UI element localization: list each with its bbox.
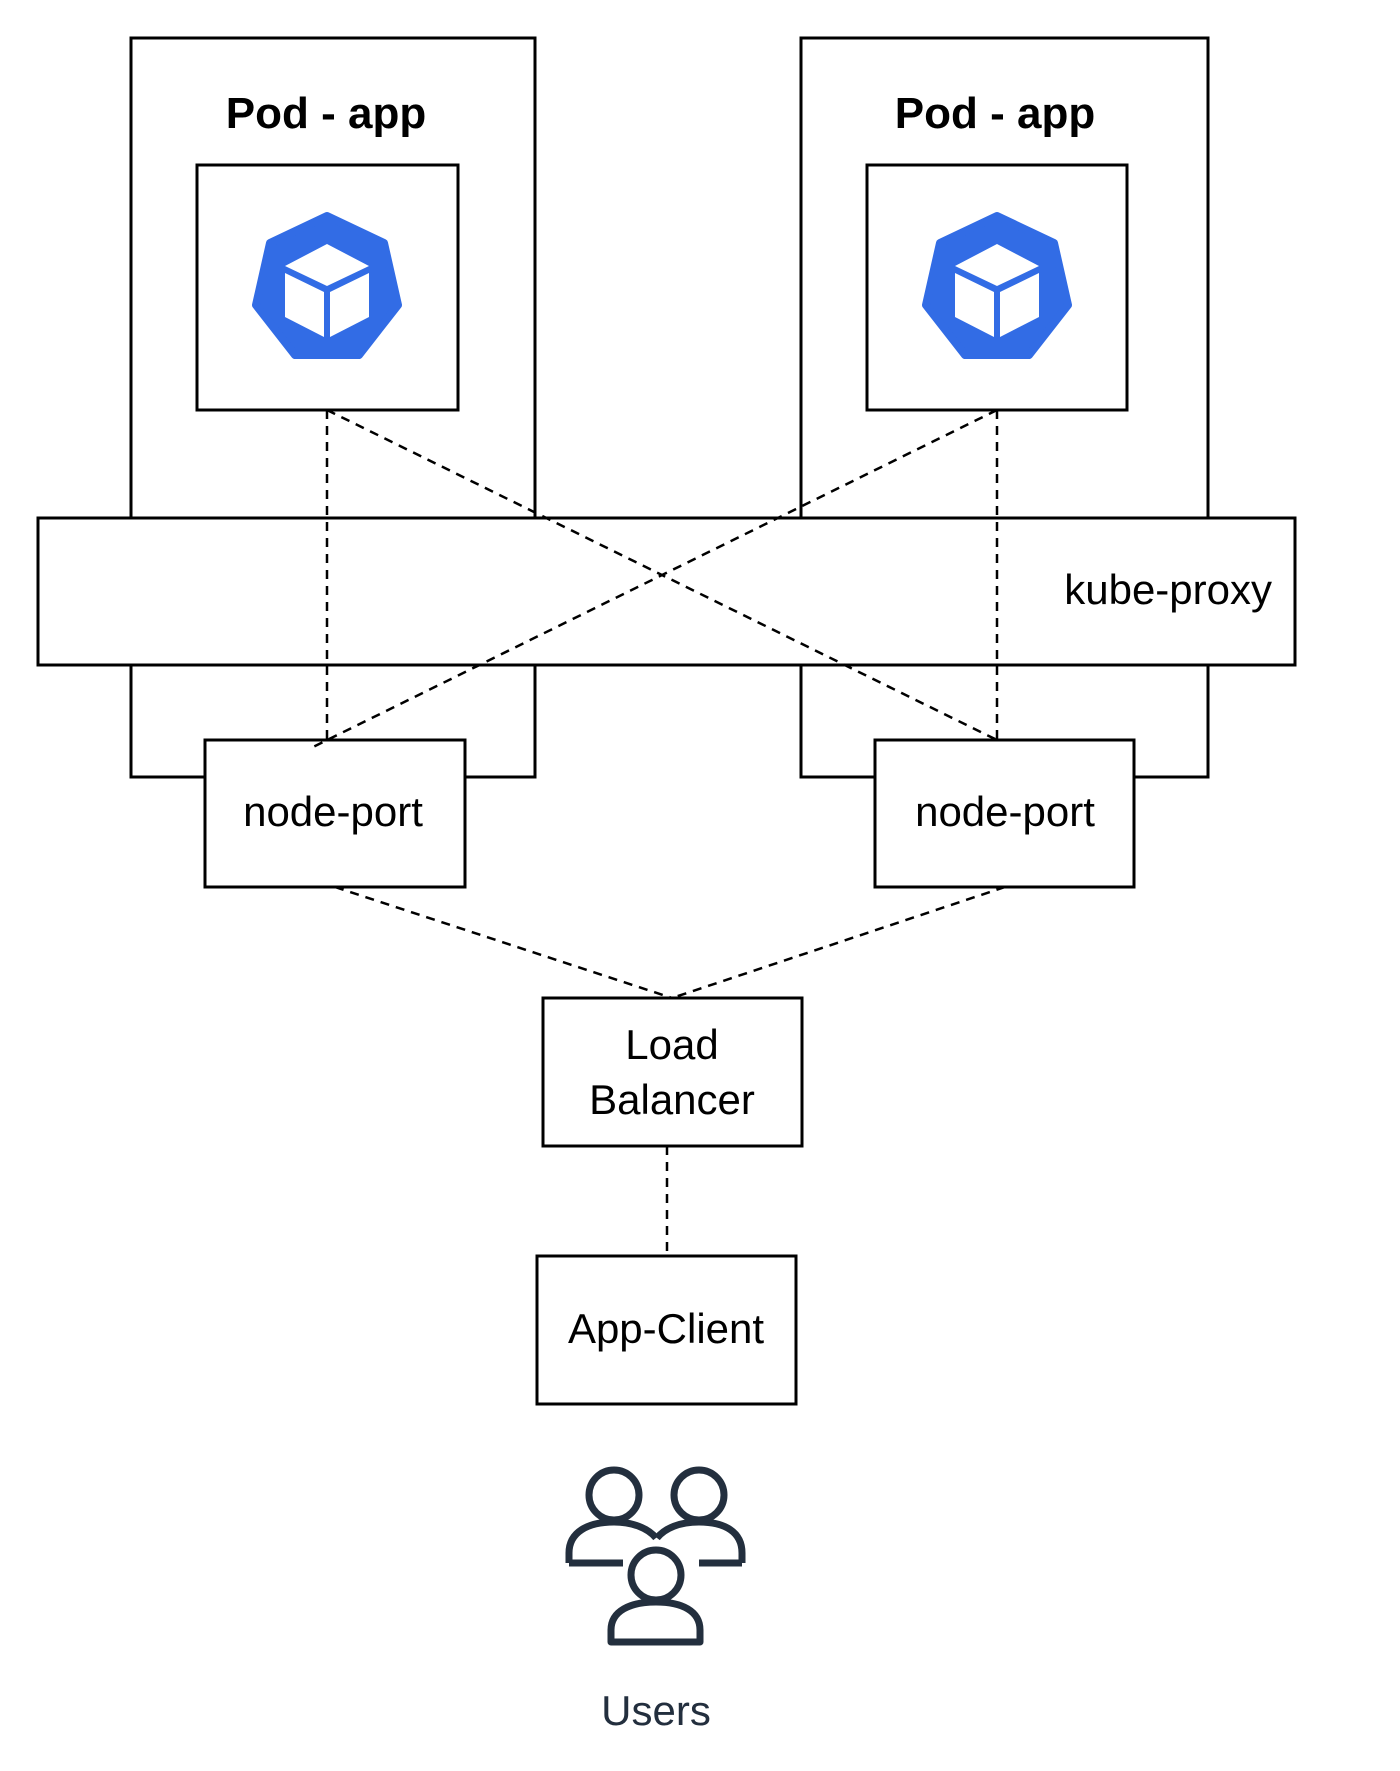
node-port-label-left: node-port: [243, 788, 423, 835]
node-port-label-right: node-port: [915, 788, 1095, 835]
users-icon: [565, 1466, 746, 1646]
kube-proxy-band: [36, 516, 1297, 667]
kube-proxy-label: kube-proxy: [1064, 566, 1272, 613]
connector-node-port-left-to-lb: [334, 885, 673, 1000]
node-port-box-right: [873, 738, 1136, 889]
connector-node-port-right-to-lb: [671, 885, 1006, 1000]
kubernetes-cube-icon: [922, 212, 1072, 359]
users-label: Users: [601, 1687, 711, 1734]
pod-title-left: Pod - app: [226, 89, 426, 138]
load-balancer-label-line2: Balancer: [589, 1076, 755, 1123]
load-balancer-box: [541, 996, 804, 1148]
node-port-box-left: [203, 738, 467, 889]
app-client-label: App-Client: [568, 1305, 764, 1352]
connectors: [312, 408, 1006, 1256]
load-balancer-label-line1: Load: [625, 1021, 718, 1068]
pod-title-right: Pod - app: [895, 89, 1095, 138]
app-client-box: [535, 1254, 798, 1406]
kubernetes-cube-icon: [252, 212, 402, 359]
